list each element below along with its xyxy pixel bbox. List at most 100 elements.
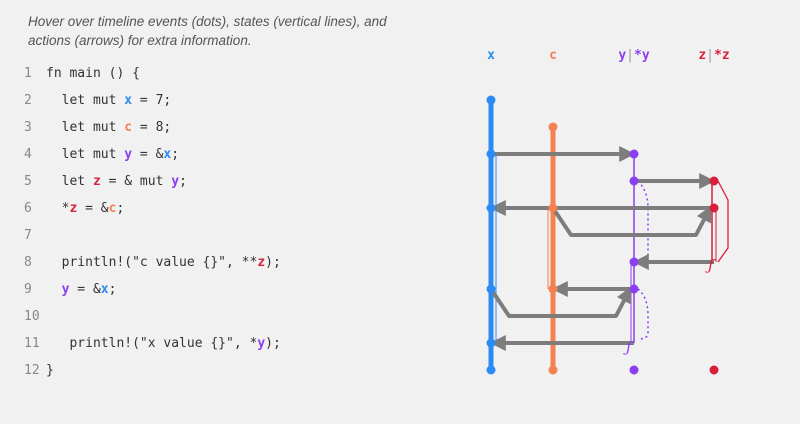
header-label: *y <box>634 48 650 63</box>
variable-token-z: z <box>92 173 101 189</box>
code-token: = 8; <box>132 119 172 135</box>
variable-token-x: x <box>124 92 133 108</box>
code-line-12: 12} <box>0 357 440 384</box>
code-token: = & mut <box>100 173 172 189</box>
event-dot-z[interactable] <box>709 203 719 213</box>
event-dot-z[interactable] <box>709 176 719 186</box>
event-dot-x[interactable] <box>486 149 496 159</box>
code-token: let <box>46 173 93 189</box>
code-token: ); <box>265 254 281 270</box>
code-token: ; <box>108 281 117 297</box>
code-token: ); <box>265 335 281 351</box>
code-token: let mut <box>46 119 125 135</box>
event-dot-c[interactable] <box>548 122 558 132</box>
event-dot-z[interactable] <box>709 365 719 375</box>
header-separator: | <box>626 48 634 63</box>
function-icon[interactable]: ƒ <box>705 256 716 274</box>
event-dot-y[interactable] <box>629 176 639 186</box>
code-text: } <box>46 357 54 384</box>
header-label: y <box>618 48 627 63</box>
event-dot-c[interactable] <box>548 203 558 213</box>
code-line-8: 8 println!("c value {}", **z); <box>0 249 440 276</box>
code-line-1: 1 fn main () { <box>0 60 440 87</box>
event-dot-x[interactable] <box>486 203 496 213</box>
code-token: ; <box>116 200 125 216</box>
column-header-c: c <box>549 48 557 63</box>
header-label: *z <box>714 48 730 63</box>
code-token: let mut <box>46 146 125 162</box>
code-token: } <box>46 362 54 378</box>
header-label: c <box>549 48 557 63</box>
variable-token-y: y <box>61 281 70 297</box>
event-dot-c[interactable] <box>548 284 558 294</box>
variable-token-z: z <box>257 254 266 270</box>
code-text: let mut x = 7; <box>46 87 172 114</box>
line-number: 12 <box>24 362 40 378</box>
deref-line-y-1[interactable] <box>637 180 649 263</box>
line-number: 1 <box>24 65 32 81</box>
code-token: ; <box>179 173 187 189</box>
event-dot-c[interactable] <box>548 365 558 375</box>
code-token: let mut <box>46 92 125 108</box>
line-number: 3 <box>24 119 32 135</box>
code-token: = 7; <box>132 92 172 108</box>
line-number: 10 <box>24 308 40 324</box>
variable-token-c: c <box>108 200 117 216</box>
code-line-9: 9 y = &x; <box>0 276 440 303</box>
variable-token-x: x <box>163 146 172 162</box>
code-text: println!("x value {}", *y); <box>46 330 281 357</box>
code-token: * <box>46 200 70 216</box>
code-token: = & <box>132 146 164 162</box>
event-dot-x[interactable] <box>486 365 496 375</box>
code-token: fn main () { <box>46 65 140 81</box>
borrow-arrow-x-to-y[interactable] <box>489 286 632 318</box>
line-number: 8 <box>24 254 32 270</box>
header-separator: | <box>706 48 714 63</box>
code-text: println!("c value {}", **z); <box>46 249 281 276</box>
line-number: 7 <box>24 227 32 243</box>
line-number: 11 <box>24 335 40 351</box>
instruction-text: Hover over timeline events (dots), state… <box>28 14 387 48</box>
variable-token-y: y <box>171 173 180 189</box>
code-text: let mut c = 8; <box>46 114 172 141</box>
code-line-5: 5 let z = & mut y; <box>0 168 440 195</box>
variable-token-z: z <box>69 200 78 216</box>
code-token: println!("c value {}", ** <box>46 254 258 270</box>
code-text: let mut y = &x; <box>46 141 179 168</box>
event-dot-y[interactable] <box>629 149 639 159</box>
code-token: ; <box>171 146 180 162</box>
code-line-6: 6 *z = &c; <box>0 195 440 222</box>
code-line-4: 4 let mut y = &x; <box>0 141 440 168</box>
deref-line-y-2[interactable] <box>637 288 649 340</box>
event-dot-y[interactable] <box>629 257 639 267</box>
code-line-3: 3 let mut c = 8; <box>0 114 440 141</box>
line-number: 6 <box>24 200 32 216</box>
code-line-10: 10 <box>0 303 440 330</box>
variable-token-y: y <box>257 335 266 351</box>
variable-token-y: y <box>124 146 133 162</box>
event-dot-x[interactable] <box>486 95 496 105</box>
column-header-y: y|*y <box>618 48 649 63</box>
event-dot-y[interactable] <box>629 365 639 375</box>
variable-token-c: c <box>124 119 133 135</box>
code-text: *z = &c; <box>46 195 125 222</box>
code-text: let z = & mut y; <box>46 168 187 195</box>
column-header-x: x <box>487 48 495 63</box>
line-number: 9 <box>24 281 32 297</box>
borrow-arrow-c-to-z[interactable] <box>551 205 712 237</box>
code-text: fn main () { <box>46 60 140 87</box>
code-line-2: 2 let mut x = 7; <box>0 87 440 114</box>
line-number: 2 <box>24 92 32 108</box>
column-header-z: z|*z <box>698 48 729 63</box>
event-dot-y[interactable] <box>629 284 639 294</box>
code-token: println!("x value {}", * <box>46 335 258 351</box>
event-dot-x[interactable] <box>486 284 496 294</box>
event-dot-x[interactable] <box>486 338 496 348</box>
header-label: x <box>487 48 495 63</box>
function-icon[interactable]: ƒ <box>623 338 634 356</box>
code-token: = & <box>77 200 109 216</box>
code-text: y = &x; <box>46 276 117 303</box>
line-number: 5 <box>24 173 32 189</box>
deref-line-z[interactable] <box>717 180 729 263</box>
